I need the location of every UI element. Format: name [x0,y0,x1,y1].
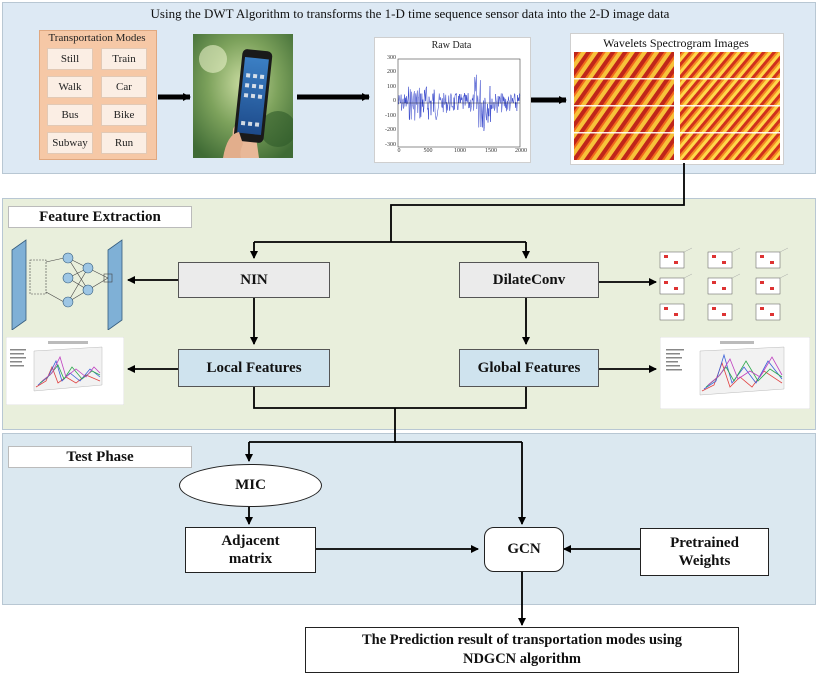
mode-bike: Bike [101,104,147,126]
raw-y-tick: 100 [387,84,396,90]
adjacent-matrix-box: Adjacent matrix [185,527,316,573]
nin-network-icon [11,239,123,330]
gcn-node: GCN [484,527,564,572]
pretrained-line1: Pretrained [670,535,739,551]
adjacent-matrix-line2: matrix [228,551,273,567]
raw-y-tick: -300 [385,142,396,148]
adjacent-matrix-line1: Adjacent [221,533,280,549]
smartphone-photo [193,34,293,158]
raw-x-tick: 0 [397,148,401,154]
mode-bus: Bus [47,104,93,126]
pretrained-weights-box: Pretrained Weights [640,528,769,576]
raw-y-tick: -100 [385,113,396,119]
raw-data-title: Raw Data [431,40,472,51]
raw-y-tick: 200 [387,69,396,75]
global-features-box: Global Features [459,349,599,387]
local-features-plot [6,337,124,405]
local-features-box: Local Features [178,349,330,387]
test-phase-label: Test Phase [8,446,192,468]
mode-still: Still [47,48,93,70]
pretrained-line2: Weights [678,553,731,569]
mode-subway: Subway [47,132,93,154]
feature-extraction-label: Feature Extraction [8,206,192,228]
raw-x-tick: 1000 [454,148,466,154]
raw-y-tick: 0 [393,98,396,104]
nin-box: NIN [178,262,330,298]
raw-data-signal [397,58,521,148]
raw-x-tick: 500 [423,148,433,154]
dilated-conv-grids-icon [659,247,789,321]
raw-y-tick: 300 [387,55,396,61]
global-features-plot [660,337,810,409]
mode-train: Train [101,48,147,70]
raw-x-tick: 1500 [485,148,497,154]
raw-x-tick: 2000 [515,148,527,154]
mode-car: Car [101,76,147,98]
transportation-modes-title: Transportation Modes [48,32,146,44]
raw-y-tick: -200 [385,127,396,133]
wavelet-title: Wavelets Spectrogram Images [603,36,749,50]
mic-node: MIC [179,464,322,507]
wavelet-spectrogram-images [574,52,780,160]
dilateconv-box: DilateConv [459,262,599,298]
result-line2: NDGCN algorithm [462,651,581,667]
result-line1: The Prediction result of transportation … [361,632,683,648]
mode-walk: Walk [47,76,93,98]
mode-run: Run [101,132,147,154]
header-title: Using the DWT Algorithm to transforms th… [150,6,670,21]
prediction-result-box: The Prediction result of transportation … [305,627,739,673]
